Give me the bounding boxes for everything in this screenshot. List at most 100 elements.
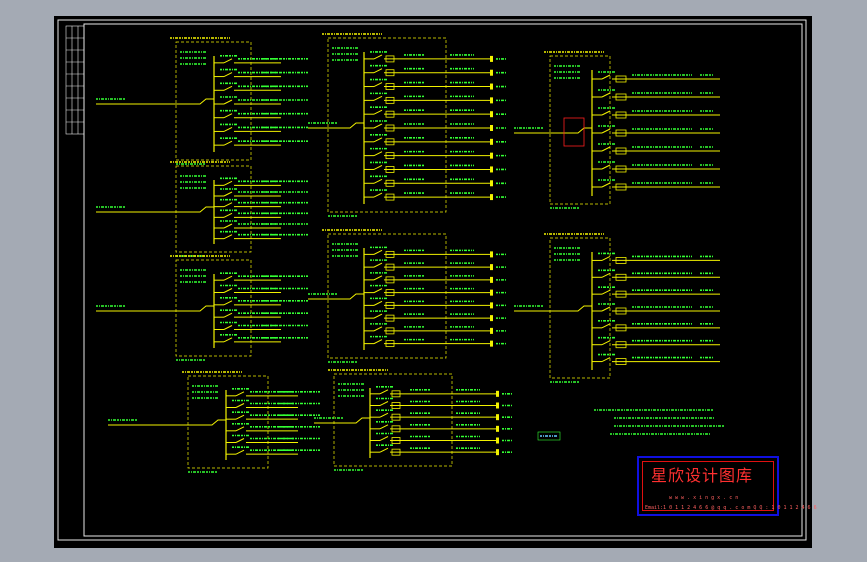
breaker-symbol — [601, 323, 611, 329]
breaker-symbol — [223, 113, 233, 119]
circuit-row — [214, 96, 308, 105]
panel-enclosure — [549, 55, 611, 205]
breaker-symbol — [601, 255, 611, 261]
title-block-title: 星欣设计图库 — [651, 466, 754, 485]
incoming-feeder — [314, 417, 370, 424]
breaker-symbol — [223, 312, 233, 318]
meter-highlight-box — [563, 117, 585, 147]
circuit-row — [364, 161, 506, 173]
circuit-row — [364, 51, 506, 63]
breaker-symbol — [223, 126, 233, 132]
breaker-symbol — [601, 289, 611, 295]
contactor-symbol — [385, 263, 395, 271]
circuit-row — [592, 161, 720, 173]
circuit-row — [364, 284, 506, 297]
meter-symbol — [615, 273, 627, 281]
contactor-symbol — [385, 55, 395, 63]
circuit-row — [364, 246, 506, 258]
circuit-row — [214, 272, 308, 281]
circuit-row — [214, 109, 308, 119]
breaker-symbol — [223, 180, 233, 186]
circuit-row — [370, 444, 512, 456]
circuit-row — [364, 120, 506, 132]
revision-table — [65, 25, 85, 135]
terminal-block — [490, 340, 493, 347]
contactor-symbol — [385, 250, 395, 258]
breaker-symbol — [601, 92, 611, 98]
panel-al4 — [108, 371, 320, 473]
circuit-row — [592, 269, 720, 281]
panel-al1 — [96, 37, 308, 165]
circuit-row — [214, 209, 308, 218]
breaker-symbol — [223, 72, 233, 78]
breaker-symbol — [373, 151, 383, 157]
contactor-symbol — [385, 110, 395, 118]
breaker-symbol — [379, 436, 389, 441]
panel-enclosure — [327, 233, 447, 359]
circuit-row — [364, 189, 506, 201]
breaker-symbol — [373, 68, 383, 74]
panel-al2 — [96, 161, 308, 257]
terminal-block — [490, 264, 493, 271]
circuit-row — [364, 335, 506, 348]
circuit-row — [592, 143, 720, 155]
breaker-symbol — [379, 412, 389, 418]
contactor-symbol — [385, 301, 395, 309]
breaker-symbol — [601, 146, 611, 152]
breaker-symbol — [601, 357, 611, 363]
circuit-row — [364, 310, 506, 322]
terminal-block — [496, 449, 499, 456]
circuit-row — [214, 177, 308, 186]
meter-symbol — [615, 341, 627, 349]
breaker-symbol — [223, 58, 233, 64]
breaker-symbol — [601, 272, 611, 278]
breaker-symbol — [373, 313, 383, 319]
circuit-row — [592, 252, 720, 264]
notes-layer — [537, 409, 724, 441]
breaker-symbol — [373, 300, 383, 306]
contactor-symbol — [385, 340, 395, 348]
drawing-sheet[interactable]: 星欣设计图库 w w w . x i n g x . c n Email:1 0… — [54, 16, 817, 548]
panel-al3 — [96, 255, 308, 361]
contactor-symbol — [385, 138, 395, 146]
terminal-block — [490, 289, 493, 296]
breaker-symbol — [373, 326, 383, 332]
circuit-row — [214, 82, 308, 91]
title-block-inner-frame — [642, 461, 774, 511]
circuit-row — [364, 175, 506, 187]
contactor-symbol — [385, 193, 395, 201]
meter-symbol — [615, 183, 627, 191]
terminal-block — [496, 437, 499, 444]
circuit-row — [364, 78, 506, 90]
contactor-symbol — [385, 152, 395, 160]
breaker-symbol — [601, 110, 611, 116]
circuit-row — [592, 179, 720, 191]
panel-enclosure — [187, 375, 269, 469]
terminal-block — [490, 138, 493, 145]
breaker-symbol — [223, 99, 233, 105]
contactor-symbol — [385, 166, 395, 173]
breaker-symbol — [235, 438, 245, 443]
panel-ap2 — [308, 229, 506, 363]
meter-symbol — [615, 257, 627, 264]
breaker-symbol — [373, 123, 383, 129]
breaker-symbol — [223, 140, 233, 146]
terminal-block — [490, 327, 493, 334]
panel-enclosure — [175, 259, 252, 357]
meter-symbol — [615, 129, 627, 137]
contactor-symbol — [391, 437, 401, 444]
contactor-symbol — [391, 402, 401, 409]
breaker-symbol — [373, 262, 383, 268]
electrical-schematic — [57, 19, 807, 541]
breaker-symbol — [223, 275, 233, 281]
circuit-row — [214, 198, 308, 208]
circuit-row — [592, 336, 720, 349]
breaker-symbol — [223, 85, 233, 91]
circuit-row — [364, 64, 506, 77]
circuit-row — [364, 147, 506, 160]
meter-symbol — [615, 324, 627, 332]
breaker-symbol — [373, 339, 383, 345]
circuit-row — [214, 284, 308, 293]
circuit-row — [370, 432, 512, 444]
